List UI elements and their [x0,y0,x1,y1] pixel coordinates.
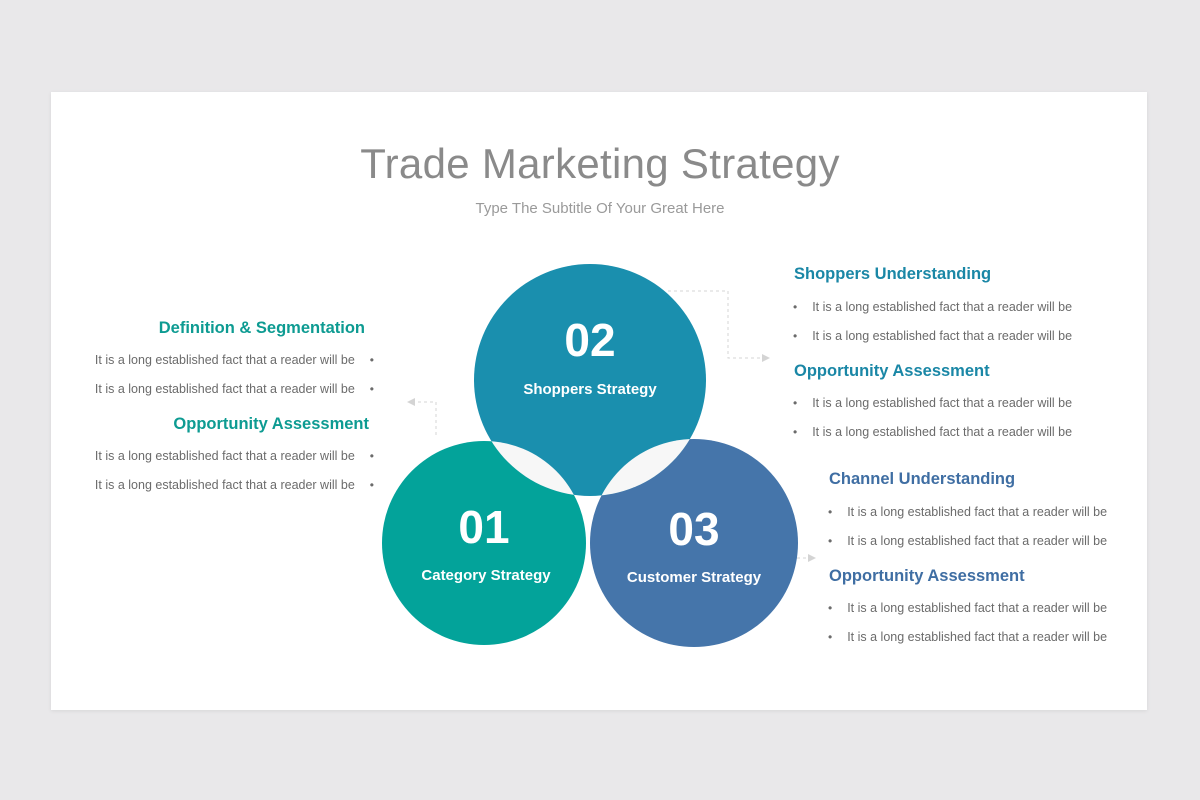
bullet-text: It is a long established fact that a rea… [94,449,355,463]
right-top-bullet-1: • It is a long established fact that a re… [793,300,1072,314]
circle-shoppers [474,264,706,496]
connector-left [414,401,437,435]
bullet-text: It is a long established fact that a rea… [847,505,1108,519]
right-bottom-bullet-3: • It is a long established fact that a re… [828,601,1107,615]
arrowhead-bottom-right [808,554,816,562]
circle-number-01: 01 [458,501,510,553]
bullet-text: It is a long established fact that a rea… [94,353,355,367]
bullet-dot: • [793,329,798,343]
right-top-bullet-2: • It is a long established fact that a re… [793,329,1072,343]
left-heading-definition: Definition & Segmentation [158,319,365,337]
arrowhead-left [407,398,415,406]
bullet-text: It is a long established fact that a rea… [847,630,1108,644]
bullet-dot: • [369,353,374,367]
bullet-dot: • [369,478,374,492]
bullet-dot: • [828,601,833,615]
right-bottom-bullet-2: • It is a long established fact that a re… [828,534,1107,548]
bullet-text: It is a long established fact that a rea… [94,478,355,492]
left-bullet-4: It is a long established fact that a rea… [95,478,374,492]
bullet-dot: • [828,630,833,644]
bullet-dot: • [828,534,833,548]
slide-subtitle: Type The Subtitle Of Your Great Here [475,200,725,217]
circle-customer [590,439,798,647]
bullet-dot: • [793,425,798,439]
right-bottom-bullet-4: • It is a long established fact that a re… [828,630,1107,644]
circle-label-customer: Customer Strategy [626,569,762,586]
left-bullet-1: It is a long established fact that a rea… [95,353,374,367]
bullet-dot: • [793,300,798,314]
circle-category [382,441,586,645]
circle-label-shoppers: Shoppers Strategy [523,381,657,398]
connector-top-right [668,290,762,359]
slide-title: Trade Marketing Strategy [360,140,840,187]
left-heading-opportunity: Opportunity Assessment [173,415,369,433]
bullet-dot: • [369,449,374,463]
right-heading-opportunity-top: Opportunity Assessment [794,362,990,380]
bullet-text: It is a long established fact that a rea… [94,382,355,396]
right-top-bullet-4: • It is a long established fact that a re… [793,425,1072,439]
arrowhead-top-right [762,354,770,362]
right-top-bullet-3: • It is a long established fact that a re… [793,396,1072,410]
right-heading-opportunity-bottom: Opportunity Assessment [829,567,1025,585]
left-bullet-2: It is a long established fact that a rea… [95,382,374,396]
bullet-dot: • [793,396,798,410]
bullet-text: It is a long established fact that a rea… [847,601,1108,615]
right-heading-shoppers: Shoppers Understanding [794,265,992,283]
right-bottom-bullet-1: • It is a long established fact that a re… [828,505,1107,519]
circle-label-category: Category Strategy [421,567,551,584]
bullet-dot: • [369,382,374,396]
bullet-text: It is a long established fact that a rea… [812,425,1073,439]
bullet-text: It is a long established fact that a rea… [812,396,1073,410]
bullet-text: It is a long established fact that a rea… [812,300,1073,314]
left-bullet-3: It is a long established fact that a rea… [95,449,374,463]
bullet-text: It is a long established fact that a rea… [847,534,1108,548]
bullet-dot: • [828,505,833,519]
right-heading-channel: Channel Understanding [829,470,1016,488]
bullet-text: It is a long established fact that a rea… [812,329,1073,343]
circle-number-03: 03 [668,503,720,555]
circle-number-02: 02 [564,314,616,366]
